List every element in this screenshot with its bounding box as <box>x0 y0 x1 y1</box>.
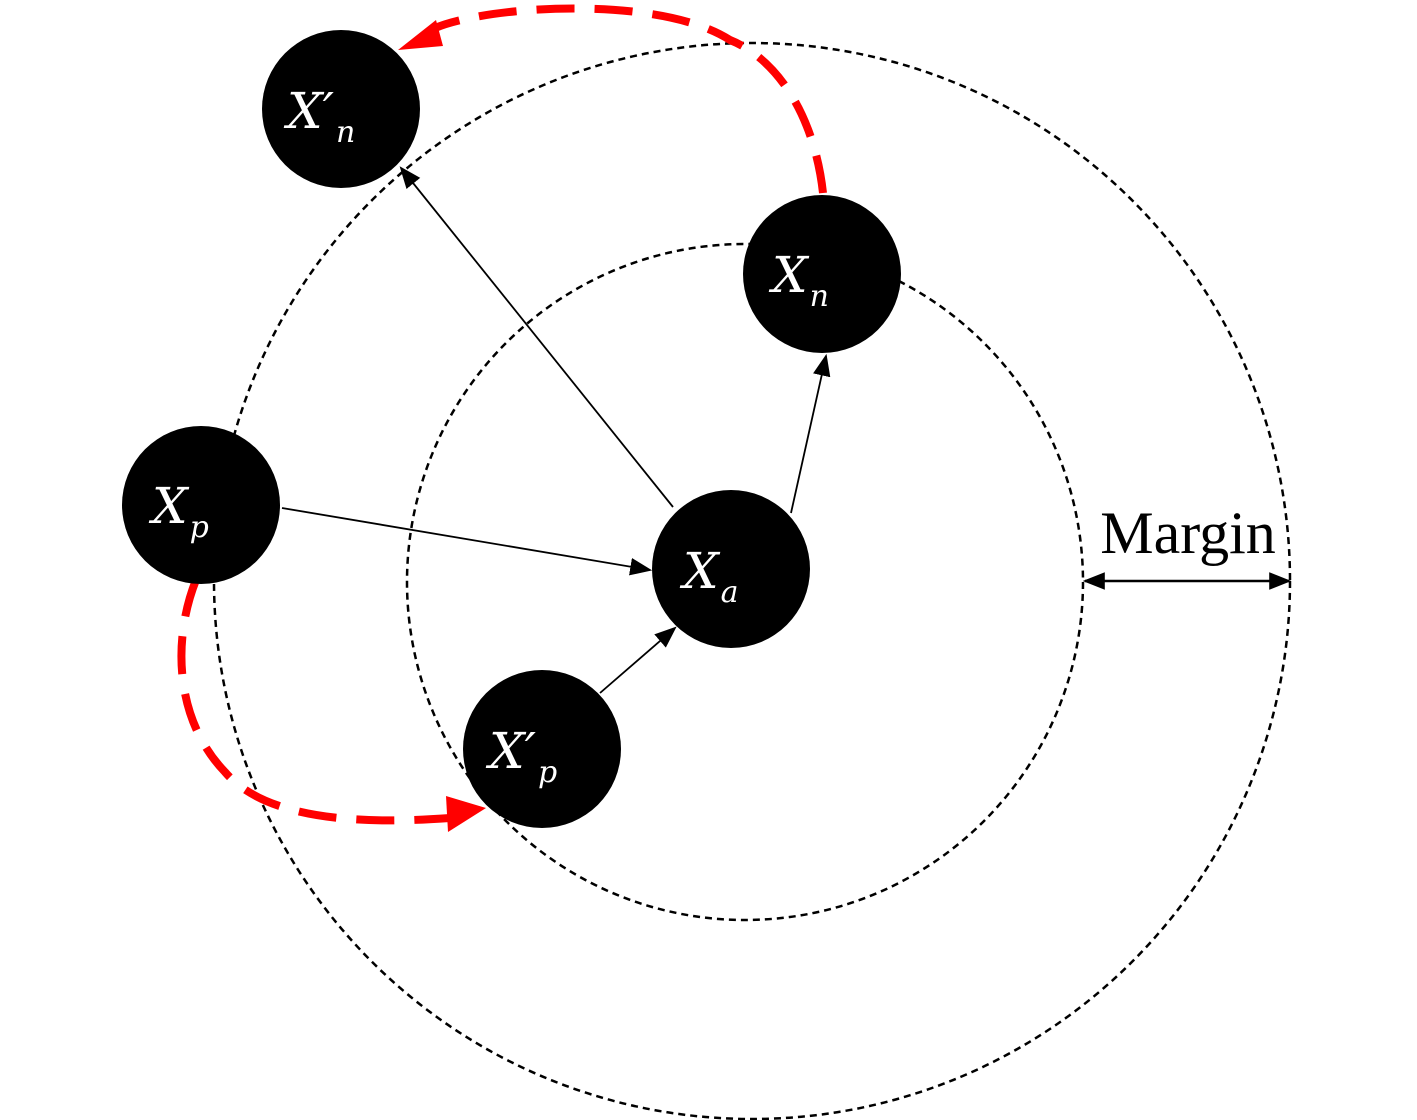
node-xn-prime-subscript: n <box>336 115 355 150</box>
svg-text:X′p: X′p <box>485 722 557 790</box>
arrow-xa-to-xn <box>790 353 831 514</box>
node-xa-subscript: a <box>721 575 739 610</box>
node-xp-prime-subscript: p <box>538 755 557 790</box>
node-xp: Xp <box>122 426 280 584</box>
node-xn-prime-base: X <box>283 82 325 140</box>
node-xn-prime-prime: ′ <box>323 82 335 140</box>
node-xn-subscript: n <box>810 279 829 314</box>
node-xp-prime: X′p <box>463 670 621 828</box>
svg-text:Xp: Xp <box>148 477 209 545</box>
svg-text:X′n: X′n <box>283 82 355 150</box>
svg-text:Xa: Xa <box>679 542 739 610</box>
node-xp-subscript: p <box>190 510 209 545</box>
arrow-xp-to-xa <box>281 507 653 576</box>
node-xa-base: X <box>679 542 721 600</box>
move-arrowhead-xp-prime <box>446 796 486 832</box>
node-xp-prime-prime: ′ <box>525 722 537 780</box>
svg-text:Xn: Xn <box>768 246 829 314</box>
move-arrowhead-xn-prime <box>398 20 443 50</box>
node-xp-prime-base: X <box>485 722 527 780</box>
move-arrow-xp-to-xp-prime <box>177 578 451 825</box>
node-xn: Xn <box>743 195 901 353</box>
node-xa: Xa <box>652 490 810 648</box>
node-xn-base: X <box>768 246 810 304</box>
node-xn-prime: X′n <box>262 30 420 188</box>
arrow-xp-prime-to-xa <box>599 626 677 694</box>
arrow-xa-to-xn-prime <box>399 166 674 508</box>
node-xp-base: X <box>148 477 190 535</box>
margin-label: Margin <box>1100 500 1276 566</box>
move-arrow-xn-to-xn-prime <box>433 4 827 194</box>
